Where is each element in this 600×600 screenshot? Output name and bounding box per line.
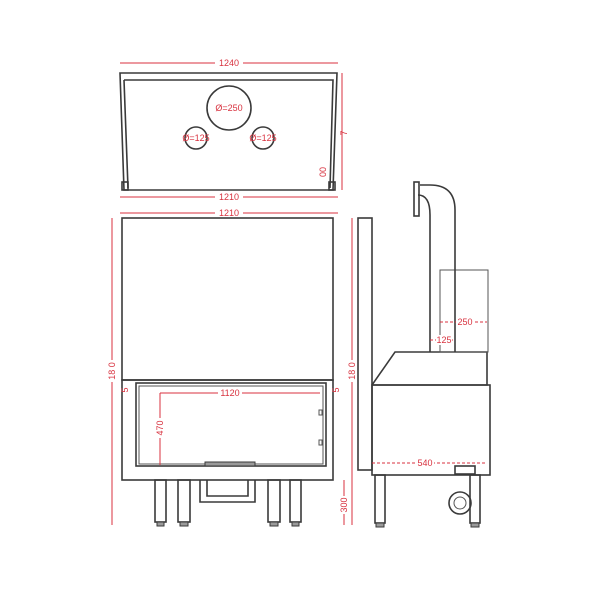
- top-inner-outline: [123, 79, 334, 189]
- leg-foot: [179, 521, 189, 527]
- front-hood-panel: [121, 217, 334, 381]
- flue-right-circle: [251, 126, 275, 150]
- leg: [177, 479, 191, 523]
- dim-margin-right-label: 5: [331, 387, 341, 392]
- side-front-plate: [357, 217, 373, 471]
- side-rear-box: [439, 269, 489, 353]
- side-leg-front: [374, 474, 386, 524]
- door-handle: [204, 461, 256, 467]
- hinge-bottom: [318, 439, 323, 446]
- hinge-top: [318, 409, 323, 416]
- side-leg-rear: [469, 474, 481, 524]
- top-foot-right: [328, 181, 336, 191]
- leg-foot: [470, 522, 480, 528]
- front-legs: [154, 479, 302, 527]
- side-body: [371, 384, 491, 476]
- leg: [289, 479, 302, 523]
- flue-left-label: Ø=125: [182, 133, 209, 143]
- side-ash-tray: [454, 465, 476, 475]
- flue-left-circle: [184, 126, 208, 150]
- dim-540-label: 540: [417, 458, 432, 468]
- dim-depth-label-a: 7: [339, 130, 349, 135]
- flue-right-label: Ø=125: [249, 133, 276, 143]
- front-firebox: [121, 379, 334, 481]
- top-view: Ø=250 Ø=125 Ø=125 1240 7 00 1210: [119, 58, 349, 202]
- flue-flange: [413, 181, 420, 217]
- dim-470-label: 470: [155, 420, 165, 435]
- dim-250-label: 250: [457, 317, 472, 327]
- top-outline: [119, 72, 338, 191]
- air-intake-pipe-inner: [453, 496, 467, 510]
- dim-1210-top-label: 1210: [219, 192, 239, 202]
- dim-125-label: 125: [436, 335, 451, 345]
- flue-pipe: [417, 184, 456, 352]
- leg-foot: [156, 521, 165, 527]
- dim-1210-front-label: 1210: [219, 208, 239, 218]
- leg-foot: [269, 521, 279, 527]
- front-view: 1210 1120 470 5 5 18 0 300: [107, 208, 349, 527]
- flue-main-circle: [206, 85, 252, 131]
- air-intake-box: [199, 480, 256, 503]
- leg: [154, 479, 167, 523]
- leg-foot: [291, 521, 300, 527]
- dim-300-label: 300: [339, 497, 349, 512]
- dim-1120-label: 1120: [220, 388, 239, 398]
- dim-depth-label-b: 00: [318, 167, 328, 177]
- leg-foot: [375, 522, 385, 528]
- top-foot-left: [121, 181, 129, 191]
- dim-1240-label: 1240: [219, 58, 239, 68]
- flue-main-label: Ø=250: [215, 103, 242, 113]
- dim-height-front-label: 18 0: [107, 362, 117, 380]
- air-intake-pipe: [448, 491, 472, 515]
- side-hood: [371, 351, 488, 386]
- leg: [267, 479, 281, 523]
- dim-margin-left-label: 5: [120, 387, 130, 392]
- dim-height-side-label: 18 0: [347, 362, 357, 380]
- side-view: 18 0 250 125 540: [347, 181, 491, 528]
